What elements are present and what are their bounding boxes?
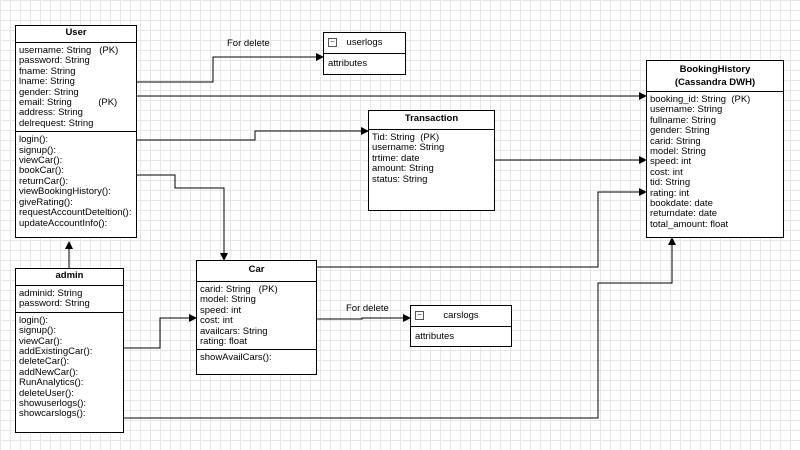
transaction-class-title: Transaction xyxy=(369,111,494,130)
bookinghistory-class-title: BookingHistory (Cassandra DWH) xyxy=(647,61,783,92)
carslogs-box[interactable]: − carslogs attributes xyxy=(410,305,512,347)
attribute: address: String xyxy=(19,107,83,119)
method: login(): xyxy=(19,134,49,146)
attribute: Tid: String (PK) xyxy=(372,132,440,143)
attribute: bookdate: date xyxy=(650,198,713,210)
attribute: tid: String xyxy=(650,177,691,189)
method: returnCar(): xyxy=(19,175,69,187)
carslogs-header: − carslogs xyxy=(411,306,511,327)
method: login(): xyxy=(19,314,49,326)
car-delete-label: For delete xyxy=(346,303,389,314)
bookinghistory-attributes: booking_id: String (PK) username: String… xyxy=(647,92,783,232)
attribute: model: String xyxy=(200,294,256,306)
admin-attributes: adminid: String password: String xyxy=(16,286,123,312)
method: deleteCar(): xyxy=(19,356,70,368)
user-to-userlogs-connector xyxy=(137,53,324,83)
attribute: returndate: date xyxy=(650,208,718,220)
car-class-title: Car xyxy=(197,261,316,282)
attribute: password: String xyxy=(19,55,90,67)
method: showcarslogs(): xyxy=(19,408,86,420)
method: addNewCar(): xyxy=(19,366,79,378)
user-attributes: username: String (PK) password: String f… xyxy=(16,43,136,131)
method: viewBookingHistory(): xyxy=(19,186,111,198)
method: bookCar(): xyxy=(19,165,64,177)
transaction-attributes: Tid: String (PK) username: String trtime… xyxy=(369,130,494,187)
attribute: password: String xyxy=(19,298,90,310)
method: viewCar(): xyxy=(19,335,63,347)
user-to-car-connector xyxy=(137,174,228,261)
userlogs-title: userlogs xyxy=(346,37,383,48)
attribute: speed: int xyxy=(200,304,242,316)
car-attributes: carid: String (PK) model: String speed: … xyxy=(197,282,316,349)
method: showAvailCars(): xyxy=(200,352,272,364)
attribute: amount: String xyxy=(372,163,434,175)
attribute: username: String xyxy=(650,104,723,116)
attribute: fname: String xyxy=(19,65,76,77)
method: giveRating(): xyxy=(19,196,73,208)
bookinghistory-title-line2: (Cassandra DWH) xyxy=(674,77,756,88)
admin-class-title: admin xyxy=(16,269,123,286)
attribute: cost: int xyxy=(200,315,233,327)
attribute: total_amount: float xyxy=(650,218,729,230)
carslogs-attributes: attributes xyxy=(415,331,455,342)
method: showuserlogs(): xyxy=(19,398,87,410)
method: requestAccountDeteltion(): xyxy=(19,207,132,219)
attribute: speed: int xyxy=(650,156,692,168)
attribute: delrequest: String xyxy=(19,117,94,129)
attribute: rating: int xyxy=(650,187,690,199)
admin-to-car-connector xyxy=(124,314,197,349)
method: updateAccountInfo(): xyxy=(19,217,108,229)
user-to-transaction-connector xyxy=(137,127,369,141)
attribute: lname: String xyxy=(19,76,75,88)
method: RunAnalytics(): xyxy=(19,377,84,389)
attribute: gender: String xyxy=(650,125,710,137)
minus-icon[interactable]: − xyxy=(328,38,337,47)
attribute: fullname: String xyxy=(650,114,717,126)
method: deleteUser(): xyxy=(19,387,74,399)
admin-methods: login(): signup(): viewCar(): addExistin… xyxy=(16,311,123,422)
method: signup(): xyxy=(19,325,56,337)
bookinghistory-title-line1: BookingHistory xyxy=(679,64,751,75)
userlogs-attributes: attributes xyxy=(328,58,368,69)
minus-icon[interactable]: − xyxy=(415,311,424,320)
user-class-title: User xyxy=(16,26,136,43)
car-class[interactable]: Car carid: String (PK) model: String spe… xyxy=(196,260,317,375)
car-to-carslogs-connector xyxy=(317,314,411,322)
attribute: trtime: date xyxy=(372,152,420,164)
attribute: gender: String xyxy=(19,86,79,98)
user-class[interactable]: User username: String (PK) password: Str… xyxy=(15,25,137,238)
attribute: booking_id: String (PK) xyxy=(650,94,751,105)
carslogs-title: carslogs xyxy=(443,310,479,321)
attribute: availcars: String xyxy=(200,325,268,337)
user-methods: login(): signup(): viewCar(): bookCar():… xyxy=(16,131,136,231)
attribute: cost: int xyxy=(650,166,683,178)
attribute: rating: float xyxy=(200,336,247,348)
userlogs-box[interactable]: − userlogs attributes xyxy=(323,32,406,75)
attribute: email: String (PK) xyxy=(19,97,118,109)
method: addExistingCar(): xyxy=(19,346,93,358)
method: signup(): xyxy=(19,144,56,156)
attribute: status: String xyxy=(372,173,428,185)
attribute: model: String xyxy=(650,146,706,158)
userlogs-header: − userlogs xyxy=(324,33,405,54)
transaction-class[interactable]: Transaction Tid: String (PK) username: S… xyxy=(368,110,495,211)
user-delete-label: For delete xyxy=(227,38,270,49)
attribute: carid: String (PK) xyxy=(200,284,278,295)
attribute: username: String xyxy=(372,142,445,154)
admin-class[interactable]: admin adminid: String password: String l… xyxy=(15,268,124,433)
attribute: carid: String xyxy=(650,135,701,147)
method: viewCar(): xyxy=(19,155,63,167)
attribute: username: String (PK) xyxy=(19,45,119,56)
car-methods: showAvailCars(): xyxy=(197,349,316,365)
bookinghistory-class[interactable]: BookingHistory (Cassandra DWH) booking_i… xyxy=(646,60,784,238)
attribute: adminid: String xyxy=(19,288,83,299)
